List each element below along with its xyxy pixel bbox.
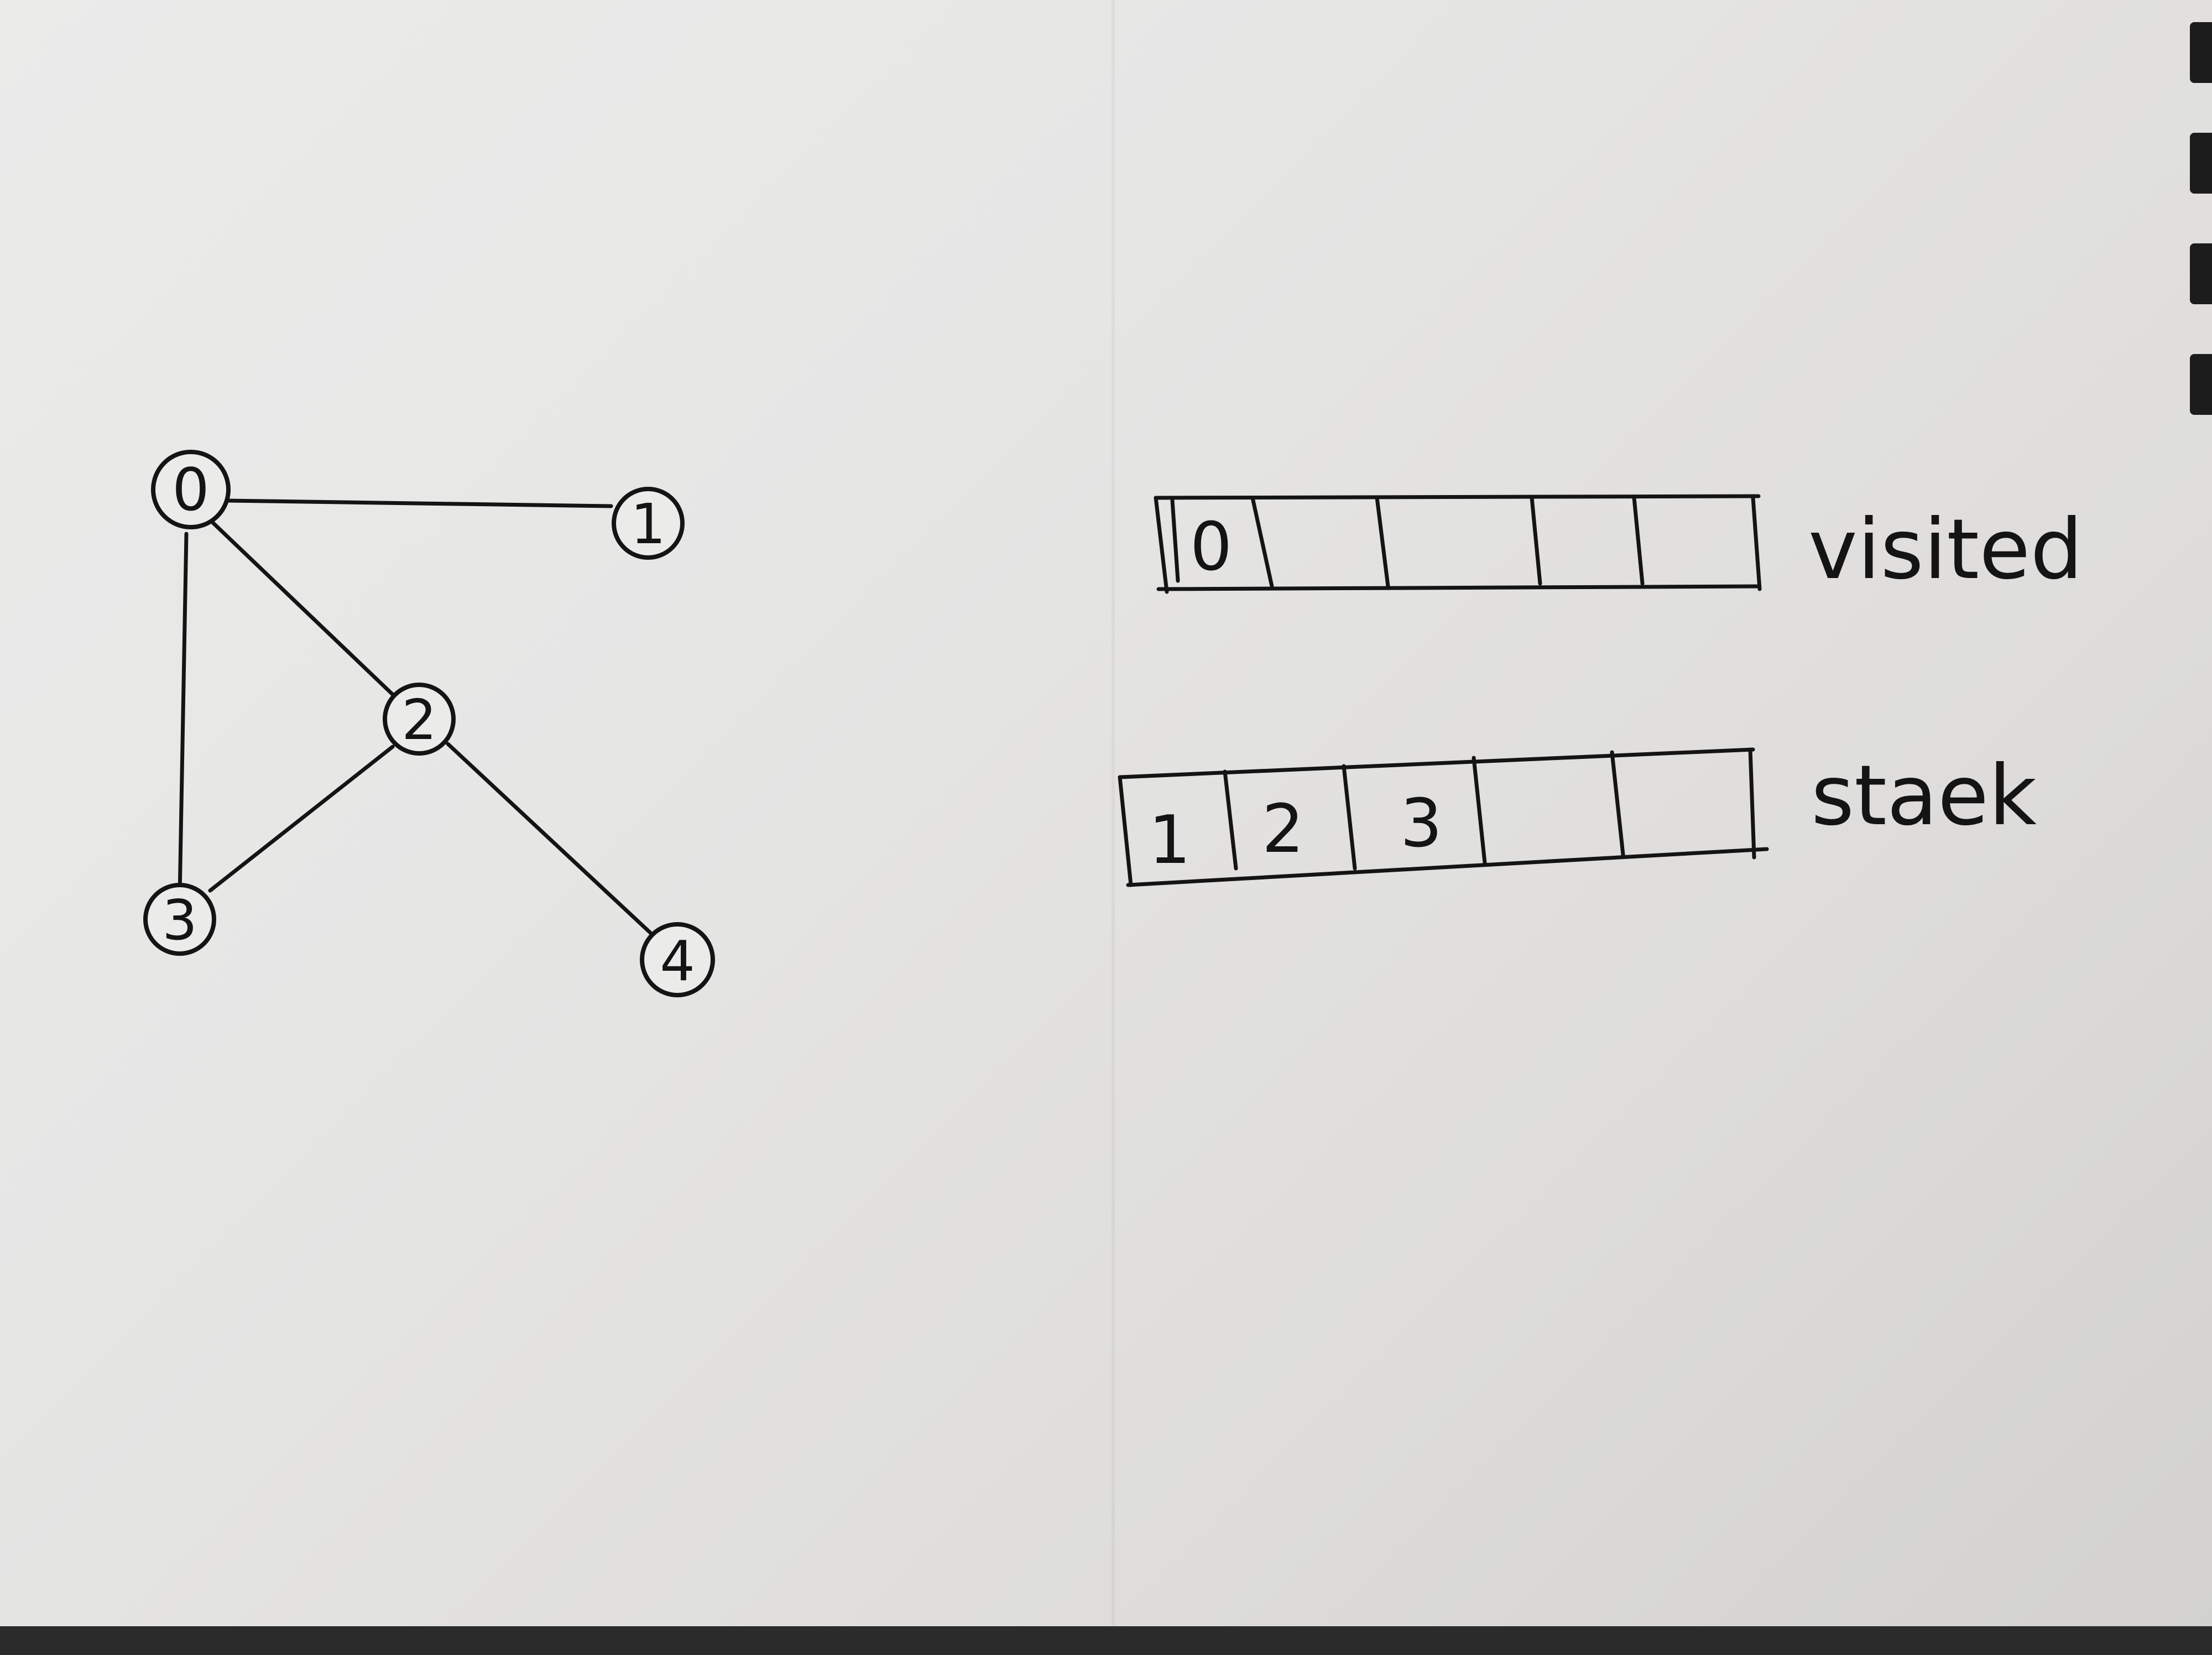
visited-divider: [1154, 496, 1169, 594]
graph-node-4: 4: [640, 922, 715, 997]
graph-node-3: 3: [143, 883, 216, 956]
visited-divider: [1250, 496, 1274, 589]
stack-divider: [1610, 750, 1625, 857]
node-label: 0: [172, 456, 209, 524]
stack-cell: 2: [1262, 791, 1304, 868]
visited-label: visited: [1808, 502, 2083, 598]
edge-0-2: [211, 521, 400, 702]
node-label: 1: [630, 492, 666, 556]
visited-divider: [1170, 498, 1180, 583]
stack-label: staek: [1811, 748, 2037, 844]
visited-divider: [1751, 496, 1762, 591]
stack-array: 1 2 3 staek: [1118, 747, 2037, 887]
edge-2-4: [446, 742, 655, 937]
graph-node-0: 0: [151, 450, 231, 529]
node-label: 4: [660, 929, 695, 993]
edge-0-1: [225, 498, 613, 508]
page-fold: [1112, 0, 1115, 1626]
node-label: 2: [401, 688, 437, 752]
graph-node-2: 2: [383, 683, 456, 756]
visited-divider: [1375, 496, 1390, 589]
stack-divider: [1748, 747, 1756, 860]
stack-divider: [1472, 756, 1487, 865]
page-bottom-edge: [0, 1626, 2212, 1655]
stack-divider: [1118, 775, 1133, 887]
stack-divider: [1223, 769, 1238, 871]
stack-divider: [1342, 764, 1357, 871]
visited-divider: [1530, 496, 1542, 586]
graph-node-1: 1: [612, 487, 685, 560]
node-label: 3: [162, 888, 197, 953]
edge-2-3: [208, 745, 395, 893]
visited-divider: [1632, 496, 1645, 586]
binder-hole: [2190, 243, 2212, 304]
visited-cell: 0: [1190, 509, 1232, 586]
stack-cell: 3: [1400, 785, 1442, 862]
binder-hole: [2190, 22, 2212, 83]
graph-edges: [178, 498, 655, 937]
stack-cell: 1: [1149, 802, 1191, 879]
visited-array: 0 visited: [1154, 494, 2083, 598]
binder-hole: [2190, 133, 2212, 194]
edge-0-3: [178, 532, 189, 898]
binder-hole: [2190, 354, 2212, 415]
